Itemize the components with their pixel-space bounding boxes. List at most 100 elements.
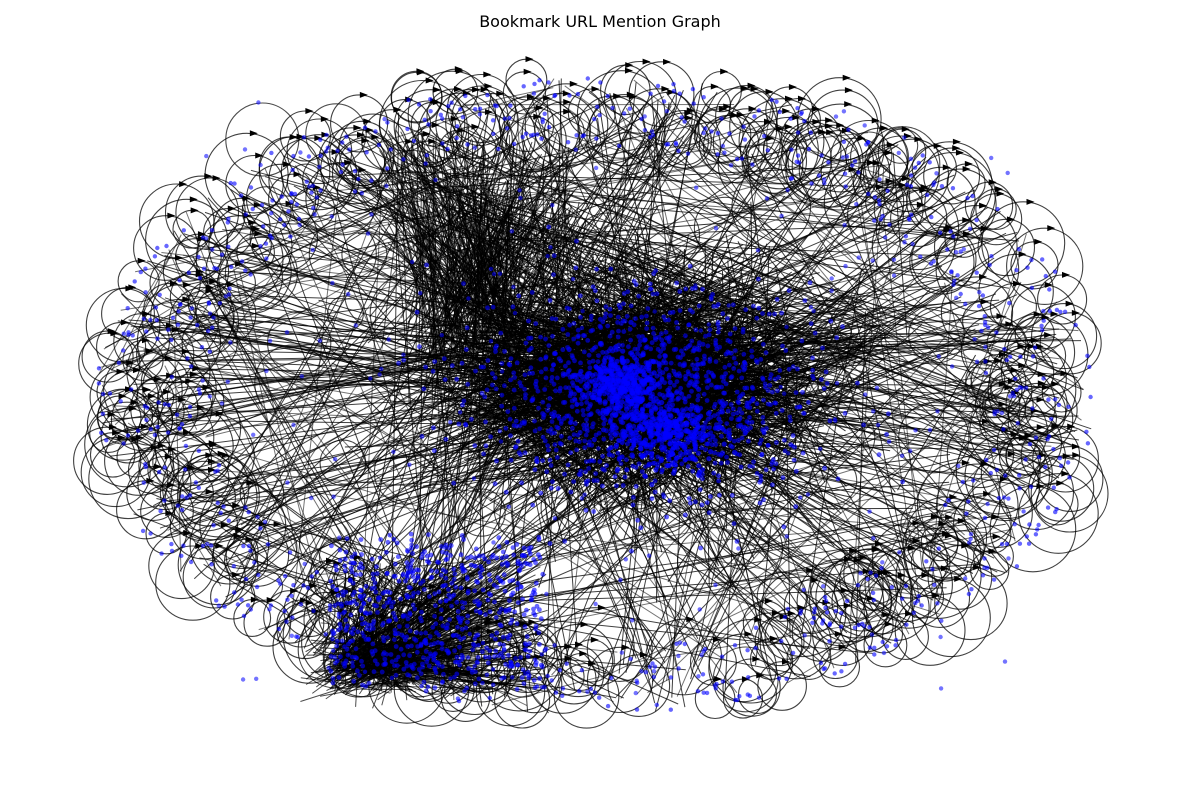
graph-node	[902, 240, 907, 245]
graph-node	[999, 542, 1005, 547]
graph-node	[301, 135, 307, 140]
edge-arrowhead	[528, 618, 537, 625]
graph-node	[153, 305, 159, 310]
graph-node	[409, 259, 415, 265]
graph-node	[552, 93, 557, 99]
graph-node	[951, 282, 956, 287]
edge-arrowhead	[723, 103, 732, 110]
graph-node	[269, 211, 274, 216]
graph-node	[259, 202, 265, 208]
graph-node	[603, 304, 609, 310]
graph-node	[286, 209, 291, 214]
graph-node	[633, 690, 638, 696]
edge-arrowhead	[527, 93, 536, 100]
directed-edge	[517, 140, 647, 339]
edge-arrowhead	[1061, 470, 1070, 477]
graph-node	[689, 388, 694, 394]
directed-edge	[568, 266, 700, 328]
graph-node	[1040, 257, 1045, 262]
graph-node	[661, 346, 666, 351]
graph-node	[720, 679, 726, 684]
edge-arrowhead	[217, 450, 226, 457]
edge-arrowhead	[844, 101, 853, 108]
self-loop-edge	[155, 545, 231, 621]
self-loop-edge	[741, 128, 808, 194]
directed-edge	[586, 235, 687, 322]
edge-arrowhead	[1037, 380, 1046, 387]
edge-arrowhead	[533, 113, 542, 120]
directed-edge	[169, 432, 793, 618]
directed-edge	[491, 674, 607, 706]
graph-node	[181, 543, 186, 548]
graph-node	[560, 693, 565, 698]
edge-arrowhead	[912, 519, 921, 526]
graph-node	[674, 320, 679, 325]
graph-node	[852, 625, 858, 630]
graph-node	[777, 109, 782, 115]
directed-edge	[111, 227, 953, 435]
edge-arrowhead	[766, 135, 775, 142]
graph-node	[752, 114, 757, 119]
directed-edge	[724, 380, 737, 403]
edge-arrowhead	[763, 118, 772, 125]
graph-node	[195, 322, 200, 328]
directed-edge	[354, 640, 403, 655]
graph-node	[459, 360, 465, 366]
graph-node	[756, 695, 762, 700]
graph-node	[509, 229, 514, 234]
graph-node	[264, 256, 269, 261]
self-loop-edge	[88, 438, 169, 520]
directed-edge	[624, 412, 807, 424]
graph-node	[209, 562, 214, 567]
directed-edge	[577, 225, 718, 284]
graph-node	[874, 385, 880, 391]
graph-node	[873, 573, 879, 578]
graph-node	[701, 391, 707, 397]
graph-node	[935, 601, 940, 606]
edge-arrowhead	[996, 313, 1005, 320]
edge-arrowhead	[428, 616, 437, 623]
directed-edge	[786, 637, 863, 684]
graph-node	[891, 257, 897, 262]
graph-node	[1010, 390, 1015, 396]
graph-node	[965, 195, 970, 201]
graph-node	[709, 442, 715, 447]
graph-node	[226, 292, 232, 297]
graph-node	[967, 226, 973, 231]
graph-node	[801, 587, 806, 592]
graph-node	[829, 276, 834, 281]
directed-edge	[392, 656, 537, 677]
graph-node	[1004, 357, 1009, 363]
graph-node	[424, 153, 429, 158]
directed-edge	[151, 95, 665, 403]
graph-node	[309, 190, 314, 195]
edge-arrowhead	[979, 202, 988, 209]
edge-arrowhead	[285, 200, 294, 207]
graph-node	[256, 100, 261, 105]
graph-node	[784, 676, 789, 681]
edge-arrowhead	[995, 186, 1004, 193]
directed-edge	[857, 342, 992, 476]
edge-arrowhead	[249, 130, 258, 137]
graph-node	[983, 370, 989, 376]
graph-node	[1024, 534, 1030, 539]
graph-node	[196, 254, 201, 260]
edge-arrowhead	[296, 133, 305, 140]
graph-node	[299, 374, 304, 379]
graph-node	[787, 418, 793, 423]
graph-node	[779, 638, 784, 644]
self-loop-edge	[104, 425, 174, 496]
graph-node	[143, 464, 149, 470]
graph-node	[329, 214, 334, 219]
graph-node	[918, 254, 923, 259]
graph-node	[871, 536, 876, 541]
graph-node	[880, 639, 885, 645]
graph-node	[913, 600, 918, 606]
graph-node	[677, 640, 683, 645]
graph-node	[567, 93, 572, 98]
graph-node	[624, 313, 630, 319]
graph-node	[282, 222, 287, 228]
graph-node	[1046, 397, 1051, 402]
graph-node	[416, 102, 422, 107]
